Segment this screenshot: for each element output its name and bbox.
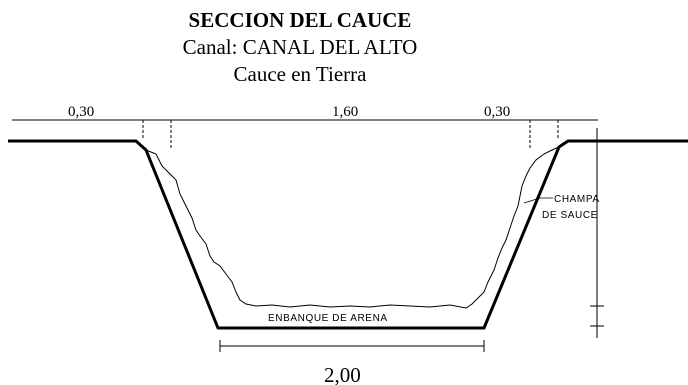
top-width-dimension: 1,60 (332, 104, 358, 120)
right-berm-dimension: 0,30 (484, 104, 510, 120)
champa-label-line2: DE SAUCE (542, 210, 598, 221)
channel-type: Cauce en Tierra (233, 62, 367, 86)
existing-terrain-profile (145, 146, 560, 309)
canal-name: Canal: CANAL DEL ALTO (182, 35, 418, 59)
section-title: SECCION DEL CAUCE (188, 8, 412, 32)
design-section-outline (8, 139, 688, 330)
champa-label-line1: CHAMPA (554, 194, 600, 205)
bottom-width-dimension: 2,00 (324, 363, 361, 385)
bottom-fill-label: ENBANQUE DE ARENA (268, 313, 388, 324)
champa-leader-line (523, 197, 553, 204)
left-berm-dimension: 0,30 (68, 104, 94, 120)
